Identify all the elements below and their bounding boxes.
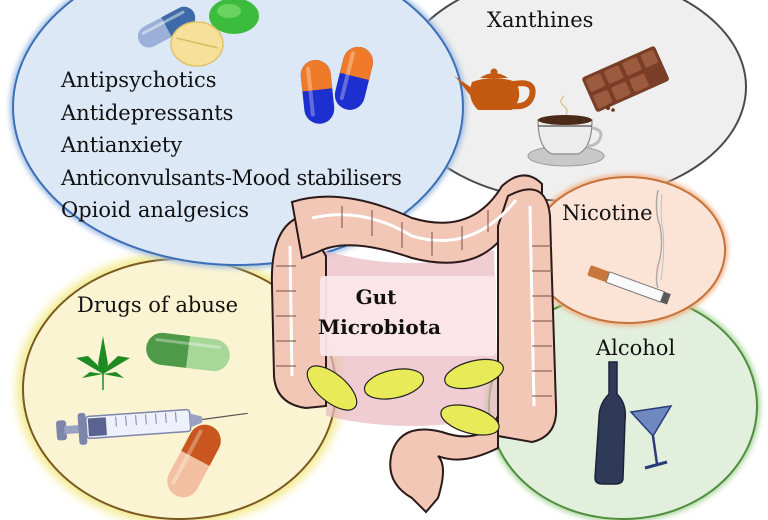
cocktail-glass-icon bbox=[629, 405, 673, 470]
center-label: Gut Microbiota bbox=[318, 282, 441, 342]
nicotine-region bbox=[530, 176, 726, 324]
green-tablet-icon bbox=[209, 0, 259, 34]
xanthines-label: Xanthines bbox=[487, 8, 594, 32]
nicotine-label: Nicotine bbox=[562, 201, 653, 225]
capsule-icon bbox=[300, 46, 374, 124]
alcohol-label: Alcohol bbox=[596, 336, 676, 360]
drugs-of-abuse-label: Drugs of abuse bbox=[77, 293, 239, 317]
teapot-icon bbox=[454, 68, 536, 110]
pill-capsule-icon bbox=[137, 6, 196, 48]
capsule-icon bbox=[167, 424, 221, 498]
colon-with-bacteria-icon bbox=[270, 174, 558, 514]
cigarette-icon bbox=[587, 189, 671, 305]
wine-bottle-icon bbox=[594, 361, 627, 485]
tablet-icon bbox=[170, 21, 224, 67]
cannabis-leaf-icon bbox=[76, 336, 130, 390]
list-item: Antianxiety bbox=[61, 133, 183, 157]
list-item: Anticonvulsants-Mood stabilisers bbox=[61, 165, 402, 190]
capsule-icon bbox=[146, 332, 230, 372]
center-label-line2: Microbiota bbox=[318, 315, 441, 339]
syringe-icon bbox=[56, 408, 248, 445]
psychotropics-list: Antipsychotics Antidepressants Antianxie… bbox=[61, 64, 402, 227]
chocolate-bar-icon bbox=[582, 46, 669, 112]
list-item: Opioid analgesics bbox=[61, 198, 250, 222]
list-item: Antipsychotics bbox=[61, 68, 217, 92]
list-item: Antidepressants bbox=[61, 100, 234, 125]
center-label-line1: Gut bbox=[355, 285, 397, 309]
coffee-cup-icon bbox=[527, 95, 605, 167]
